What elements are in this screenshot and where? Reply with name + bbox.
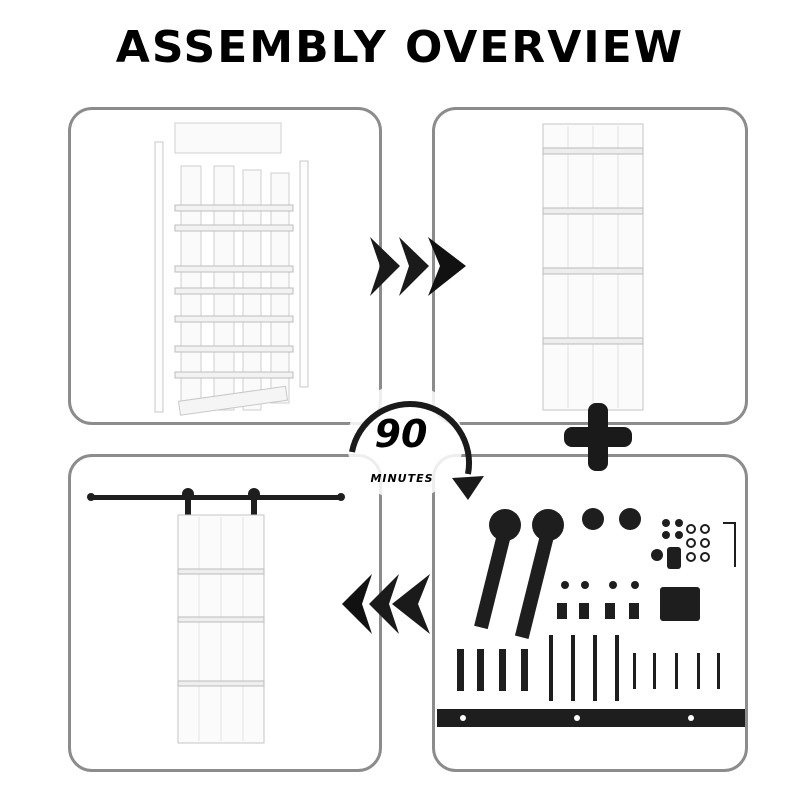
hardware-kit-illustration — [437, 508, 745, 727]
floor-guide — [651, 549, 663, 561]
hanger-strap-left — [474, 509, 521, 630]
washers — [561, 581, 639, 589]
wall-bracket — [660, 587, 700, 621]
allen-key-icon — [723, 522, 736, 567]
installed-door-shelves — [177, 568, 265, 687]
page-title: ASSEMBLY OVERVIEW — [115, 22, 685, 73]
time-value: 90 — [374, 412, 428, 456]
door-shelves — [542, 147, 644, 345]
time-unit: MINUTES — [370, 472, 434, 485]
guide-block — [667, 547, 681, 569]
spacer-3 — [605, 603, 615, 619]
spacer-1 — [557, 603, 567, 619]
ring-washers — [686, 524, 710, 562]
bottom-rail-part — [177, 385, 288, 416]
door-planks — [567, 126, 619, 408]
lag-screws — [549, 635, 619, 701]
spacer-2 — [579, 603, 589, 619]
stopper-1 — [582, 508, 604, 530]
right-stile-part — [299, 160, 309, 388]
door-hangers — [182, 488, 260, 518]
left-stile-part — [154, 141, 164, 413]
bolts — [457, 649, 528, 691]
stopper-2 — [619, 508, 641, 530]
panel-installed-door — [68, 454, 382, 772]
panel-assembled-door — [432, 107, 748, 425]
spacer-4 — [629, 603, 639, 619]
shelf-rails — [174, 204, 294, 379]
track-bar — [437, 709, 745, 727]
small-screws — [633, 653, 720, 689]
track-holes — [460, 715, 694, 721]
top-rail-part — [174, 122, 282, 154]
installed-door-illustration — [87, 488, 345, 744]
hanger-strap-right — [514, 509, 564, 639]
assembled-door-illustration — [542, 123, 644, 411]
panel-hardware-kit — [432, 454, 748, 772]
door-parts-illustration — [154, 122, 309, 416]
panel-door-parts — [68, 107, 382, 425]
track-rail — [89, 495, 343, 500]
